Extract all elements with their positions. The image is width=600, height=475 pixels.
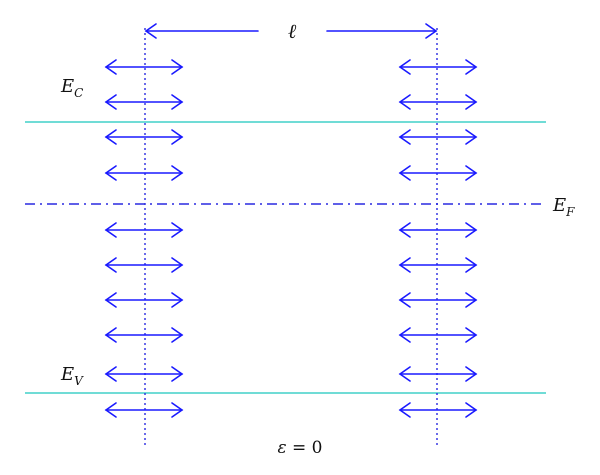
- double-arrow-right: [398, 94, 478, 110]
- double-arrow-left: [104, 366, 184, 382]
- double-arrow-left: [104, 327, 184, 343]
- double-arrow-right: [398, 327, 478, 343]
- double-arrow-right: [398, 129, 478, 145]
- double-arrow-right: [398, 165, 478, 181]
- valence-band-label: EV: [60, 364, 84, 388]
- length-arrow-left: [144, 23, 259, 39]
- double-arrow-columns: [104, 59, 478, 418]
- double-arrow-right: [398, 292, 478, 308]
- double-arrow-left: [104, 165, 184, 181]
- length-arrow-right: [326, 23, 438, 39]
- double-arrow-left: [104, 222, 184, 238]
- double-arrow-right: [398, 366, 478, 382]
- double-arrow-right: [398, 257, 478, 273]
- double-arrow-right: [398, 222, 478, 238]
- double-arrow-left: [104, 59, 184, 75]
- conduction-band-label: EC: [60, 76, 83, 100]
- double-arrow-left: [104, 129, 184, 145]
- fermi-level-label: EF: [552, 195, 575, 219]
- double-arrow-left: [104, 94, 184, 110]
- double-arrow-left: [104, 257, 184, 273]
- field-condition-label: ε = 0: [278, 438, 323, 458]
- length-label: ℓ: [288, 19, 297, 43]
- double-arrow-left: [104, 402, 184, 418]
- double-arrow-right: [398, 59, 478, 75]
- double-arrow-right: [398, 402, 478, 418]
- double-arrow-left: [104, 292, 184, 308]
